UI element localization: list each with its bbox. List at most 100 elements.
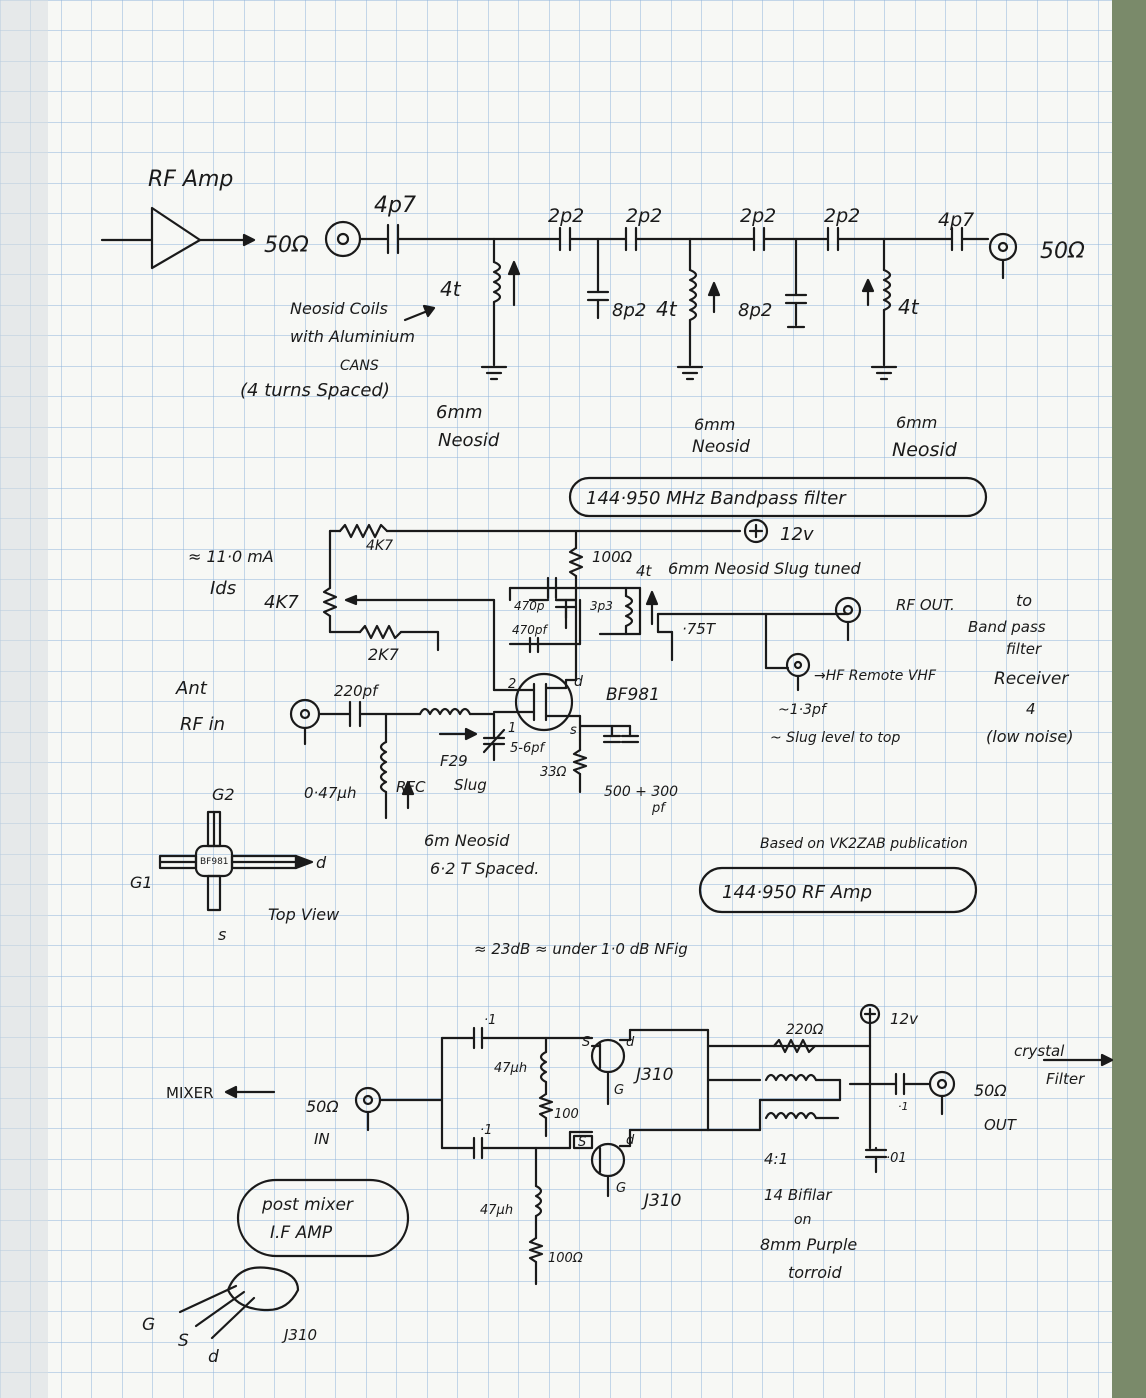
low-noise-label: (low noise) xyxy=(986,727,1073,746)
based-on-label: Based on VK2ZAB publication xyxy=(760,836,968,852)
c-470pf-b: 470pf xyxy=(512,623,549,637)
j310-b-d: d xyxy=(626,1133,635,1148)
d-pin-label: d xyxy=(574,674,583,690)
gain-note: ≈ 23dB ≈ under 1·0 dB NFig xyxy=(474,940,688,958)
bp-caption-box xyxy=(568,476,988,518)
ids-current: ≈ 11·0 mA xyxy=(188,547,274,566)
bp-shunt-cap-1 xyxy=(586,237,610,320)
bp-coil-3 xyxy=(861,237,898,381)
if-c-001-label: ·01 xyxy=(886,1151,907,1166)
coil-62t-label: 6·2 T Spaced. xyxy=(430,859,539,878)
rfamp-input-network xyxy=(289,698,640,820)
hf-remote-label: →HF Remote VHF xyxy=(814,668,937,684)
shunt-cap-1-label: 8p2 xyxy=(612,300,646,321)
r-33-label: 33Ω xyxy=(540,765,567,780)
xfmr-toroid: torroid xyxy=(788,1263,842,1282)
j310-b-g: G xyxy=(616,1181,626,1196)
c-470p-a: 470p xyxy=(514,599,545,613)
c-220pf-label: 220pf xyxy=(334,682,380,700)
mixer-label: MIXER xyxy=(166,1084,214,1102)
coil-tuned-label: 4t xyxy=(636,562,653,580)
bandpass-caption: 144·950 MHz Bandpass filter xyxy=(586,488,847,509)
xfmr-core: 8mm Purple xyxy=(760,1235,857,1254)
top-view-label: Top View xyxy=(268,905,340,924)
pinout-g1: G1 xyxy=(130,873,153,892)
if-cap-bot: ·1 xyxy=(480,1123,492,1138)
rfamp-12v: 12v xyxy=(780,524,814,545)
to-label: to xyxy=(1016,591,1032,610)
if-r-220-label: 220Ω xyxy=(786,1022,824,1038)
g2-pin-label: 2 xyxy=(508,677,516,692)
trimmer-label: F29 xyxy=(440,752,468,770)
j310-package-drawing xyxy=(178,1266,300,1340)
if-r-a: 100 xyxy=(554,1107,579,1122)
coil-3-label: 4t xyxy=(898,295,920,319)
coil-2-label: 4t xyxy=(656,297,678,321)
package-g: G xyxy=(142,1315,155,1335)
r-2k7-label: 2K7 xyxy=(368,645,400,664)
bf981-mosfet-symbol xyxy=(492,672,582,742)
c-13pf-label: ~1·3pf xyxy=(778,702,828,718)
if-ind-b: 47μh xyxy=(480,1203,513,1218)
if-amp-circuit xyxy=(224,1003,1114,1286)
tap-75t: ·75T xyxy=(682,620,717,638)
neosid-note-1: Neosid Coils xyxy=(290,299,388,318)
rf-out-label: RF OUT. xyxy=(896,596,955,614)
neosid-note-3: CANS xyxy=(340,358,379,374)
coil-1-type: Neosid xyxy=(438,430,500,451)
rf-in-label: RF in xyxy=(180,714,225,735)
j310-b-s: S xyxy=(578,1135,586,1150)
coil-2-size: 6mm xyxy=(694,415,735,434)
if-ind-a: 47μh xyxy=(494,1061,527,1076)
bp-cap-2p2-c: 2p2 xyxy=(740,205,776,227)
post-mixer-line-2: I.F AMP xyxy=(270,1223,333,1243)
c-3p3: 3p3 xyxy=(590,599,613,613)
coil-tuned-note: 6mm Neosid Slug tuned xyxy=(668,559,861,578)
rfamp-drain-network xyxy=(508,529,850,682)
pinout-s: s xyxy=(218,925,226,944)
neosid-note-2: with Aluminium xyxy=(290,327,415,346)
bp-in-cap-label: 4p7 xyxy=(374,193,416,218)
shunt-cap-2-label: 8p2 xyxy=(738,300,772,321)
filter-label: filter xyxy=(1006,640,1042,658)
coil-3-type: Neosid xyxy=(892,439,958,461)
filter-out-label: Filter xyxy=(1046,1070,1085,1088)
j310-a-d: d xyxy=(626,1035,635,1050)
bp-output-connector xyxy=(988,232,1018,280)
if-12v-label: 12v xyxy=(890,1010,919,1028)
coil-6m-label: 6m Neosid xyxy=(424,831,510,850)
if-c-01-label: ·1 xyxy=(898,1100,909,1113)
rf-amp-title: RF Amp xyxy=(148,167,233,192)
slug-label: Slug xyxy=(454,776,487,794)
c-pf-label: pf xyxy=(651,801,667,816)
j310-a-label: J310 xyxy=(633,1065,673,1085)
rf-amp-caption-box xyxy=(698,866,978,914)
bp-coil-1 xyxy=(480,237,521,381)
pinout-chip: BF981 xyxy=(200,857,229,867)
coil-1-size: 6mm xyxy=(436,402,483,423)
crystal-label: crystal xyxy=(1014,1042,1065,1060)
if-in-label: IN xyxy=(314,1130,330,1148)
bp-cap-2p2-d: 2p2 xyxy=(824,205,860,227)
rfc-value: 0·47μh xyxy=(304,784,356,802)
left-binding-shadow xyxy=(0,0,48,1398)
bp-note-arrow xyxy=(403,304,436,322)
xfmr-on: on xyxy=(794,1212,811,1228)
j310-a-s: S xyxy=(582,1035,590,1050)
coil-2-type: Neosid xyxy=(692,437,750,457)
j310-a-g: G xyxy=(614,1083,624,1098)
ids-label: Ids xyxy=(210,578,236,599)
bp-out-cap-label: 4p7 xyxy=(938,209,974,231)
package-s: S xyxy=(178,1331,189,1351)
rfamp-output-connectors xyxy=(785,596,862,692)
pinout-g2: G2 xyxy=(212,785,235,804)
four-label: 4 xyxy=(1026,700,1036,718)
bp-out-impedance: 50Ω xyxy=(1040,239,1085,264)
rf-amp-block-symbol xyxy=(100,206,256,270)
if-out-label: OUT xyxy=(984,1116,1018,1134)
if-in-impedance: 50Ω xyxy=(306,1097,339,1116)
neosid-note-4: (4 turns Spaced) xyxy=(240,380,390,401)
pinout-d: d xyxy=(316,853,327,872)
coil-3-size: 6mm xyxy=(896,413,937,432)
